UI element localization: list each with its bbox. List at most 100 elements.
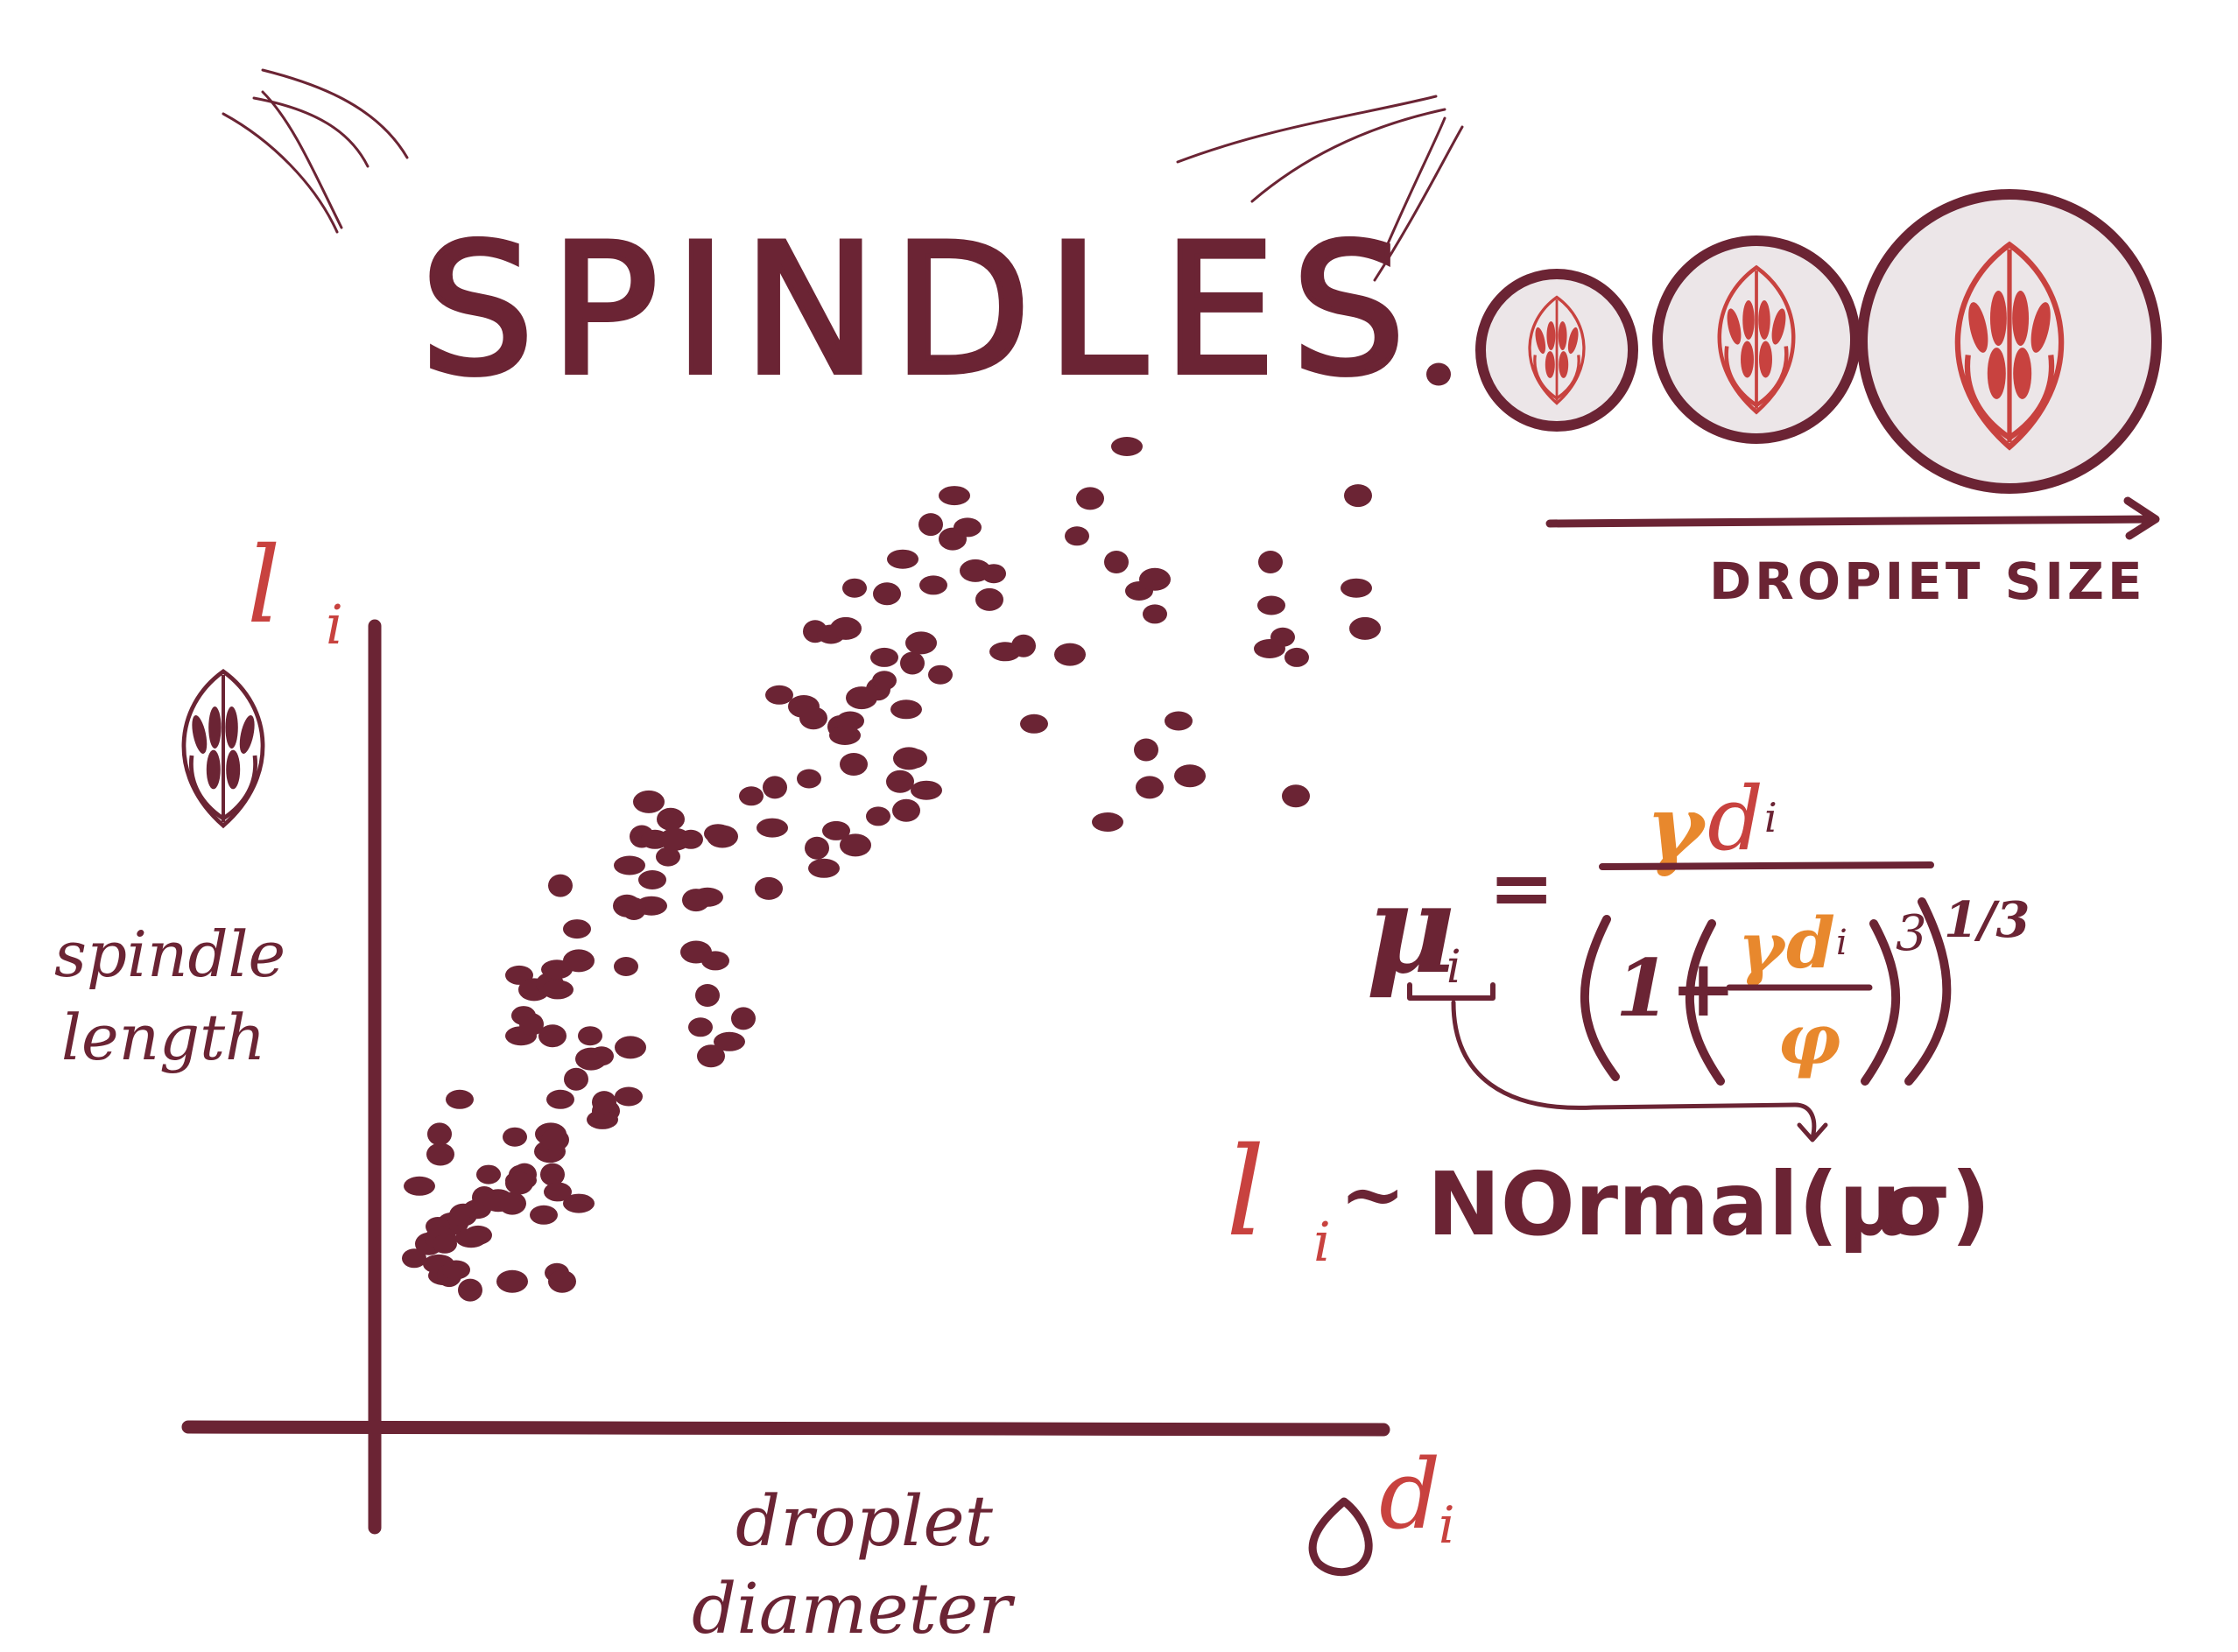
scatter-point bbox=[739, 786, 764, 806]
scatter-point bbox=[540, 1163, 565, 1186]
scatter-point bbox=[954, 517, 982, 538]
scatter-point bbox=[697, 1044, 725, 1068]
scatter-point bbox=[656, 847, 680, 867]
scatter-point bbox=[542, 980, 574, 1000]
x-axis-label-line1: droplet bbox=[735, 1480, 994, 1562]
droplet-size-arrow bbox=[1545, 496, 2160, 540]
eq-mu-underbrace bbox=[1407, 982, 1496, 1001]
scatter-point bbox=[1065, 526, 1089, 546]
scatter-point bbox=[731, 1007, 756, 1030]
scatter-point bbox=[680, 940, 712, 964]
scatter-point bbox=[808, 858, 840, 878]
scatter-point bbox=[458, 1278, 482, 1302]
likelihood-sigma: σ) bbox=[1883, 1153, 1991, 1255]
scatter-point bbox=[505, 1171, 533, 1195]
scatter-point bbox=[692, 887, 723, 907]
scatter-point bbox=[840, 753, 868, 776]
scatter-point bbox=[911, 780, 942, 800]
scatter-point bbox=[1134, 738, 1158, 762]
x-axis-symbol-subscript: i bbox=[1439, 1495, 1455, 1555]
scatter-point bbox=[846, 686, 877, 710]
scatter-point bbox=[830, 616, 862, 640]
spindle-icon bbox=[184, 671, 263, 826]
y-axis-symbol: l bbox=[247, 525, 280, 647]
x-axis-symbol: d bbox=[1379, 1438, 1440, 1550]
scatter-point bbox=[633, 790, 665, 813]
scatter-point bbox=[919, 575, 947, 595]
scatter-point bbox=[592, 1091, 616, 1114]
scatter-point bbox=[1270, 627, 1295, 647]
scatter-point bbox=[805, 836, 829, 860]
eq-inner-gamma: γ bbox=[1738, 906, 1787, 988]
scatter-point bbox=[1011, 634, 1036, 657]
eq-mu-subscript: i bbox=[1446, 941, 1461, 994]
droplet-medium bbox=[1652, 235, 1861, 444]
scatter-point bbox=[455, 1228, 487, 1248]
scatter-point bbox=[404, 1176, 435, 1196]
scatter-point bbox=[903, 749, 927, 769]
eq-inner-d-subscript: i bbox=[1836, 923, 1847, 963]
eq-numerator-gamma: γ bbox=[1646, 776, 1707, 879]
scatter-point bbox=[496, 1269, 528, 1293]
likelihood-equation: l i ~ NOrmal(μ i σ) bbox=[1226, 1121, 1991, 1274]
scatter-point bbox=[887, 549, 918, 569]
scatter-point bbox=[1258, 551, 1283, 573]
scatter-plot: l i spindle length d i droplet diameter bbox=[54, 362, 1455, 1649]
scatter-point bbox=[829, 726, 861, 745]
scatter-point bbox=[589, 1046, 614, 1066]
eq-outer-paren-left bbox=[1580, 915, 1620, 1081]
scatter-point bbox=[928, 664, 953, 685]
scatter-point bbox=[541, 1128, 569, 1151]
scatter-point bbox=[446, 1089, 474, 1109]
eq-inner-d: d bbox=[1786, 902, 1835, 984]
scatter-point bbox=[1143, 604, 1167, 624]
scatter-point bbox=[905, 631, 937, 655]
eq-mu: μ bbox=[1366, 858, 1455, 1002]
scatter-point bbox=[614, 855, 645, 875]
scatter-point bbox=[890, 699, 922, 720]
scatter-point bbox=[892, 798, 920, 822]
scatter-point bbox=[836, 711, 864, 731]
scatter-point bbox=[498, 1192, 526, 1215]
likelihood-l-subscript: i bbox=[1313, 1210, 1331, 1274]
scatter-point bbox=[578, 1026, 602, 1046]
eq-inner-paren-left bbox=[1685, 919, 1725, 1086]
scatter-point bbox=[1341, 578, 1372, 598]
eq-power-three: 3 bbox=[1896, 905, 1927, 962]
y-axis-label-line2: length bbox=[61, 1001, 265, 1074]
x-axis bbox=[181, 1420, 1390, 1437]
scatter-point bbox=[714, 1031, 745, 1051]
scatter-point bbox=[755, 876, 783, 900]
likelihood-tilde: ~ bbox=[1340, 1148, 1405, 1241]
y-axis-symbol-subscript: i bbox=[326, 593, 343, 657]
scatter-point bbox=[511, 1006, 536, 1026]
page-title: SPINDLES bbox=[420, 207, 1421, 415]
scatter-point bbox=[1284, 647, 1309, 667]
scatter-point bbox=[563, 1193, 595, 1213]
x-axis-label-line2: diameter bbox=[692, 1568, 1016, 1649]
likelihood-normal: NOrmal(μ bbox=[1427, 1153, 1903, 1255]
scatter-point bbox=[707, 825, 738, 848]
droplet-small bbox=[1475, 269, 1638, 432]
scatter-point bbox=[765, 685, 793, 705]
scatter-point bbox=[1092, 812, 1123, 832]
scatter-point bbox=[842, 578, 867, 598]
eq-outer-paren-right bbox=[1904, 897, 1952, 1086]
scatter-point bbox=[1426, 362, 1451, 386]
droplet-size-inset: DROPIET SIZE bbox=[1475, 189, 2162, 611]
droplet-icon bbox=[1308, 1497, 1373, 1577]
scatter-point bbox=[1349, 616, 1381, 640]
scatter-point bbox=[615, 1086, 643, 1107]
eq-mu-arrow bbox=[1451, 1000, 1828, 1142]
scatter-point bbox=[918, 513, 943, 537]
scatter-point bbox=[433, 1234, 457, 1254]
scatter-point bbox=[870, 647, 898, 667]
scatter-point bbox=[544, 1182, 572, 1202]
scatter-point bbox=[873, 582, 901, 606]
scatter-point bbox=[975, 587, 1003, 611]
scatter-point bbox=[442, 1260, 470, 1280]
scatter-point bbox=[548, 874, 573, 897]
scatter-point bbox=[900, 651, 925, 675]
scatter-point bbox=[695, 984, 720, 1007]
